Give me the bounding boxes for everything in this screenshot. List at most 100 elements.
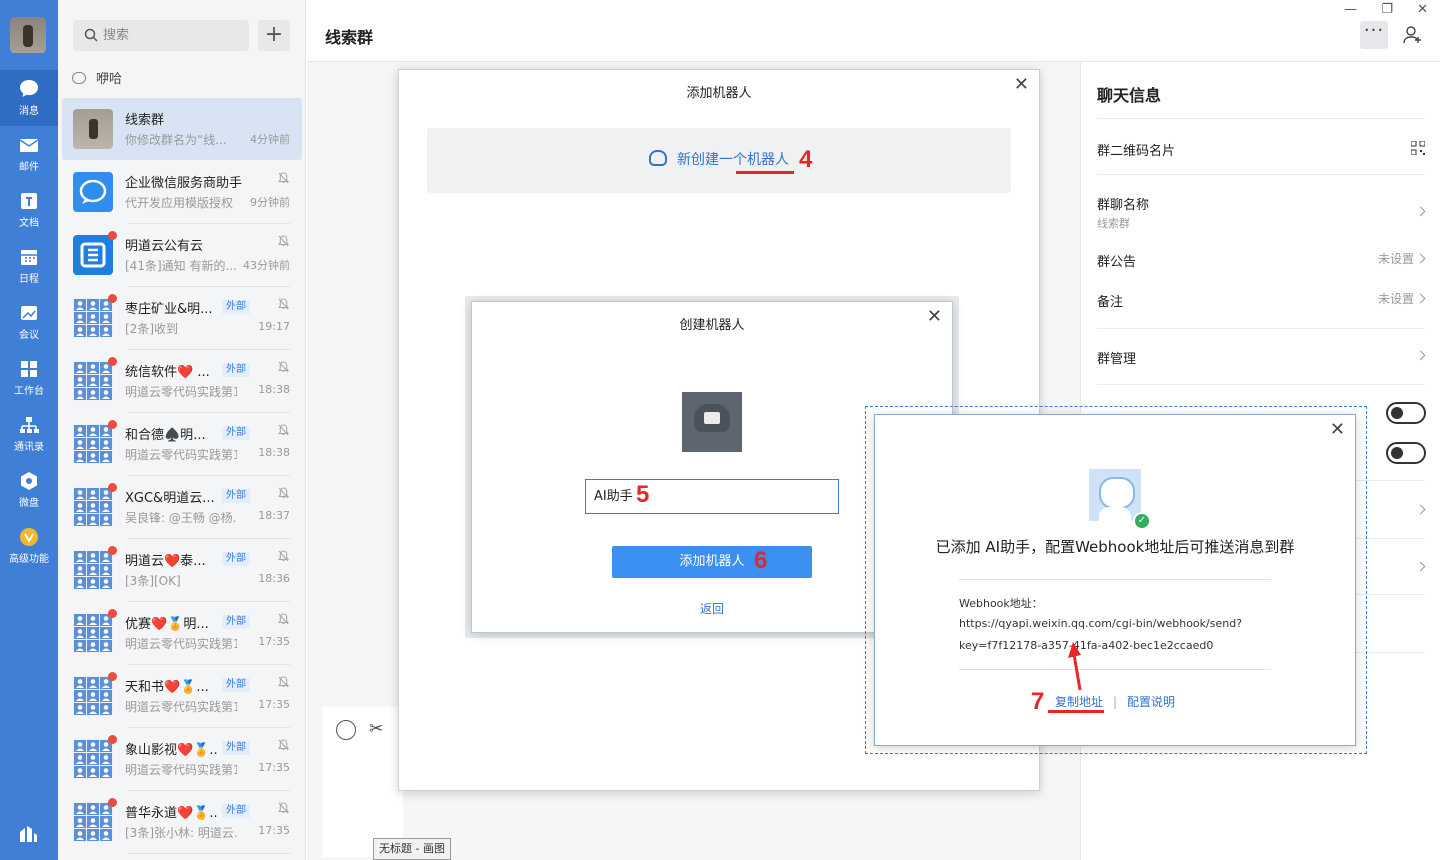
rail-item-contacts[interactable]: 通讯录: [0, 406, 58, 462]
conversation-preview: [41条]通知 有新的...: [125, 259, 237, 273]
webhook-dialog: ✕ ✓ 已添加 AI助手，配置Webhook地址后可推送消息到群 Webhook…: [874, 414, 1356, 746]
pinned-item[interactable]: 咿哈: [72, 68, 122, 87]
conversation-item[interactable]: 明道云❤️泰...外部[3条][OK]18:36: [62, 539, 302, 601]
emoji-icon[interactable]: [336, 720, 356, 740]
copy-address-link[interactable]: 复制地址: [1054, 695, 1103, 709]
robot-name-input[interactable]: AI助手: [585, 479, 839, 514]
group-name-label[interactable]: 群聊名称: [1097, 198, 1150, 213]
step-annotation-5: 5: [636, 481, 650, 508]
remark-label[interactable]: 备注: [1097, 295, 1124, 310]
group-notice-label[interactable]: 群公告: [1097, 255, 1137, 270]
conversation-time: 17:35: [258, 698, 290, 711]
close-icon[interactable]: ✕: [1329, 419, 1345, 440]
restore-button[interactable]: ❐: [1381, 2, 1393, 17]
conversation-avatar: [73, 676, 113, 716]
divider: [128, 286, 290, 287]
rail-item-premium[interactable]: 高级功能: [0, 518, 58, 574]
link-separator: |: [1112, 695, 1118, 709]
rail-item-label: 日程: [19, 274, 39, 285]
workbench-icon: [18, 358, 40, 380]
search-icon: [84, 28, 98, 42]
minimize-button[interactable]: —: [1344, 2, 1358, 17]
rail-item-label: 微盘: [19, 498, 39, 509]
rail-item-meeting[interactable]: 会议: [0, 294, 58, 350]
robot-icon: [1089, 469, 1141, 521]
close-icon[interactable]: ✕: [926, 306, 942, 327]
conversation-time: 4分钟前: [250, 133, 290, 146]
back-link[interactable]: 返回: [699, 602, 724, 616]
selection-frame: [865, 406, 1367, 754]
conversation-avatar: [73, 172, 113, 212]
conversation-avatar: [73, 550, 113, 590]
calendar-icon: [18, 246, 40, 268]
divider: [128, 790, 290, 791]
drive-icon: [18, 470, 40, 492]
toggle-switch[interactable]: [1386, 402, 1426, 424]
mute-bell-icon: [277, 739, 290, 751]
toggle-switch[interactable]: [1386, 442, 1426, 464]
rail-item-drive[interactable]: 微盘: [0, 462, 58, 518]
pinned-label: 咿哈: [96, 72, 123, 87]
mail-icon: [18, 134, 40, 156]
more-options-button[interactable]: ···: [1360, 21, 1388, 49]
taskbar-tooltip: 无标题 - 画图: [373, 838, 451, 860]
robot-avatar-upload[interactable]: [682, 392, 742, 452]
conversation-name: 企业微信服务商助手: [125, 176, 243, 191]
close-window-button[interactable]: ✕: [1417, 2, 1428, 17]
conversation-preview: [3条][OK]: [125, 574, 181, 588]
rail-item-workbench[interactable]: 工作台: [0, 350, 58, 406]
rail-item-mail[interactable]: 邮件: [0, 126, 58, 182]
conversation-item[interactable]: XGC&明道云...外部吴良锋: @王畅 @杨...18:37: [62, 476, 302, 538]
conversation-time: 17:35: [258, 761, 290, 774]
mute-bell-icon: [277, 424, 290, 436]
add-member-icon[interactable]: [1403, 25, 1423, 45]
create-robot-button[interactable]: 新创建一个机器人: [427, 128, 1011, 193]
search-input[interactable]: 搜索: [73, 20, 249, 51]
conversation-item[interactable]: 普华永道❤️🏅...外部[3条]张小林: 明道云...17:35: [62, 791, 302, 853]
add-robot-button[interactable]: 添加机器人: [612, 546, 812, 578]
conversation-avatar: [73, 739, 113, 779]
conversation-item[interactable]: 线索群你修改群名为“线...4分钟前: [62, 98, 302, 160]
group-name-value: 线索群: [1097, 217, 1130, 230]
mute-bell-icon: [277, 487, 290, 499]
group-notice-value: 未设置: [1377, 252, 1414, 266]
chevron-right-icon: [1415, 504, 1426, 515]
conversation-name: 线索群: [125, 113, 165, 128]
rail-item-document[interactable]: 文档: [0, 182, 58, 238]
divider: [128, 601, 290, 602]
mute-bell-icon: [277, 298, 290, 310]
user-avatar[interactable]: [10, 17, 46, 53]
config-guide-link[interactable]: 配置说明: [1127, 695, 1176, 709]
close-icon[interactable]: ✕: [1013, 74, 1029, 95]
qr-card-label[interactable]: 群二维码名片: [1097, 144, 1176, 159]
rail-item-message[interactable]: 消息: [0, 70, 58, 126]
step-annotation-6: 6: [754, 547, 768, 574]
conversation-preview: 明道云零代码实践第1...: [125, 700, 237, 714]
add-button[interactable]: +: [258, 20, 290, 51]
bottom-bar-icon[interactable]: [18, 824, 38, 842]
conversation-name: 明道云❤️泰...: [125, 554, 206, 569]
conversation-preview: 明道云零代码实践第1...: [125, 637, 237, 651]
conversation-name: 和合德♠️明...: [125, 428, 206, 443]
remark-value: 未设置: [1377, 292, 1414, 306]
unread-dot: [108, 672, 117, 681]
divider: [128, 853, 290, 854]
conversation-time: 18:38: [258, 383, 290, 396]
rail-item-calendar[interactable]: 日程: [0, 238, 58, 294]
group-manage-label[interactable]: 群管理: [1097, 352, 1137, 367]
create-robot-dialog: 创建机器人 ✕ AI助手 添加机器人 返回: [471, 301, 953, 633]
unread-dot: [108, 294, 117, 303]
message-composer[interactable]: [323, 707, 403, 857]
conversation-time: 17:35: [258, 824, 290, 837]
scissors-icon[interactable]: ✂: [369, 719, 384, 739]
qr-code-icon[interactable]: [1411, 141, 1425, 155]
conversation-item[interactable]: 明道云公有云[41条]通知 有新的...43分钟前: [62, 224, 302, 286]
